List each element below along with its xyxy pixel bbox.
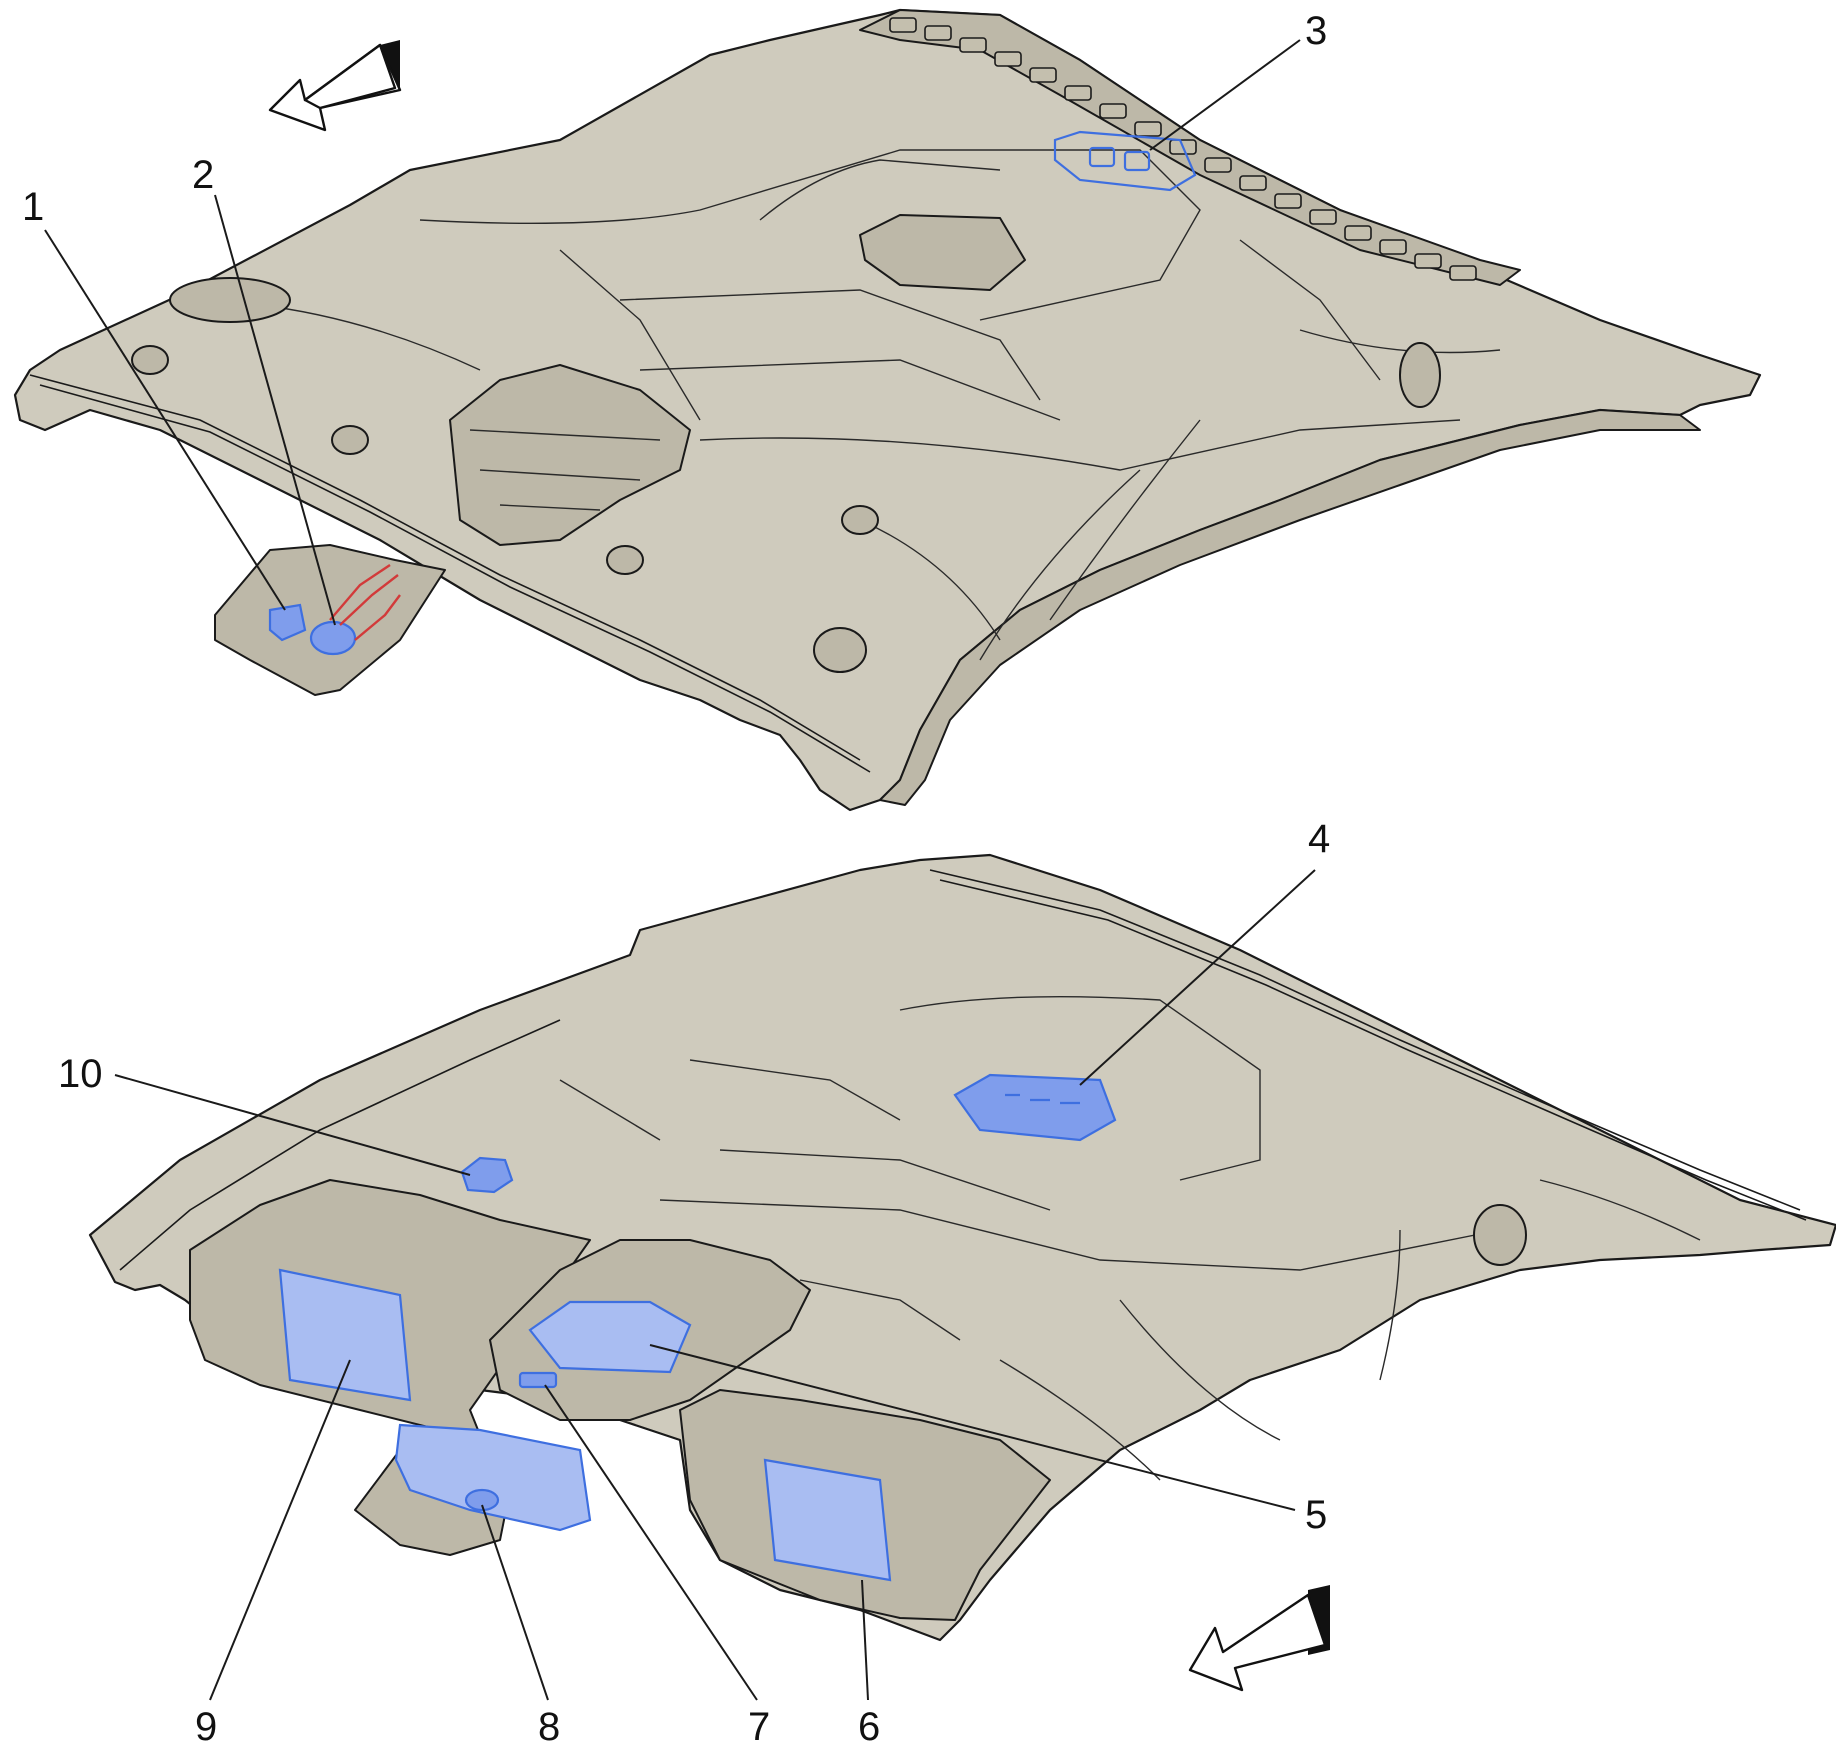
callout-4: 4 [1308, 817, 1330, 861]
coat-hook-4 [131, 345, 169, 375]
left-handle-pad [169, 277, 291, 323]
callout-2: 2 [192, 153, 214, 197]
right-handle-pad [1399, 342, 1441, 408]
coat-hook-1 [331, 425, 369, 455]
left-visor-mirror [278, 1268, 412, 1402]
component-5-highlight [528, 1300, 692, 1374]
center-console-bracket [449, 364, 691, 546]
component-1-highlight [268, 603, 307, 642]
callout-1: 1 [22, 185, 44, 229]
component-7-highlight [518, 1371, 558, 1389]
right-visor-mirror [763, 1458, 892, 1582]
leader-lines [44, 39, 1316, 1701]
console-wiring [329, 564, 401, 641]
callout-10: 10 [58, 1052, 103, 1096]
callout-numbers: 1 2 3 4 5 6 7 8 9 10 [22, 9, 1330, 1749]
bottom-surface-creases [559, 995, 1701, 1481]
callout-5: 5 [1305, 1493, 1327, 1537]
component-10-highlight [460, 1156, 514, 1194]
front-edge-lines-2 [39, 384, 871, 773]
rear-dome-light-housing [859, 214, 1026, 291]
component-3-highlight [1053, 130, 1197, 192]
callout-6: 6 [858, 1705, 880, 1749]
rear-handle-pad [813, 627, 867, 673]
rear-grab-handle [1473, 1204, 1527, 1266]
callout-7: 7 [748, 1705, 770, 1749]
rear-clip-row [889, 17, 1477, 281]
component-8-rear-view-mirror [394, 1423, 592, 1532]
forward-direction-arrow-icon [1188, 1585, 1330, 1692]
callout-3: 3 [1305, 9, 1327, 53]
headliner-bottom-view [88, 853, 1836, 1642]
rear-edge-strip [879, 409, 1701, 806]
component-4-highlight [953, 1073, 1117, 1142]
front-edge-lines [29, 374, 861, 761]
callout-8: 8 [538, 1705, 560, 1749]
coat-hook-2 [606, 545, 644, 575]
headliner-top-view [13, 8, 1762, 812]
forward-direction-arrow-icon [268, 40, 402, 132]
headliner-top-panel [13, 8, 1762, 812]
component-8-highlight [464, 1488, 500, 1512]
callout-9: 9 [195, 1705, 217, 1749]
component-2-highlight [309, 620, 357, 656]
coat-hook-3 [841, 505, 879, 535]
